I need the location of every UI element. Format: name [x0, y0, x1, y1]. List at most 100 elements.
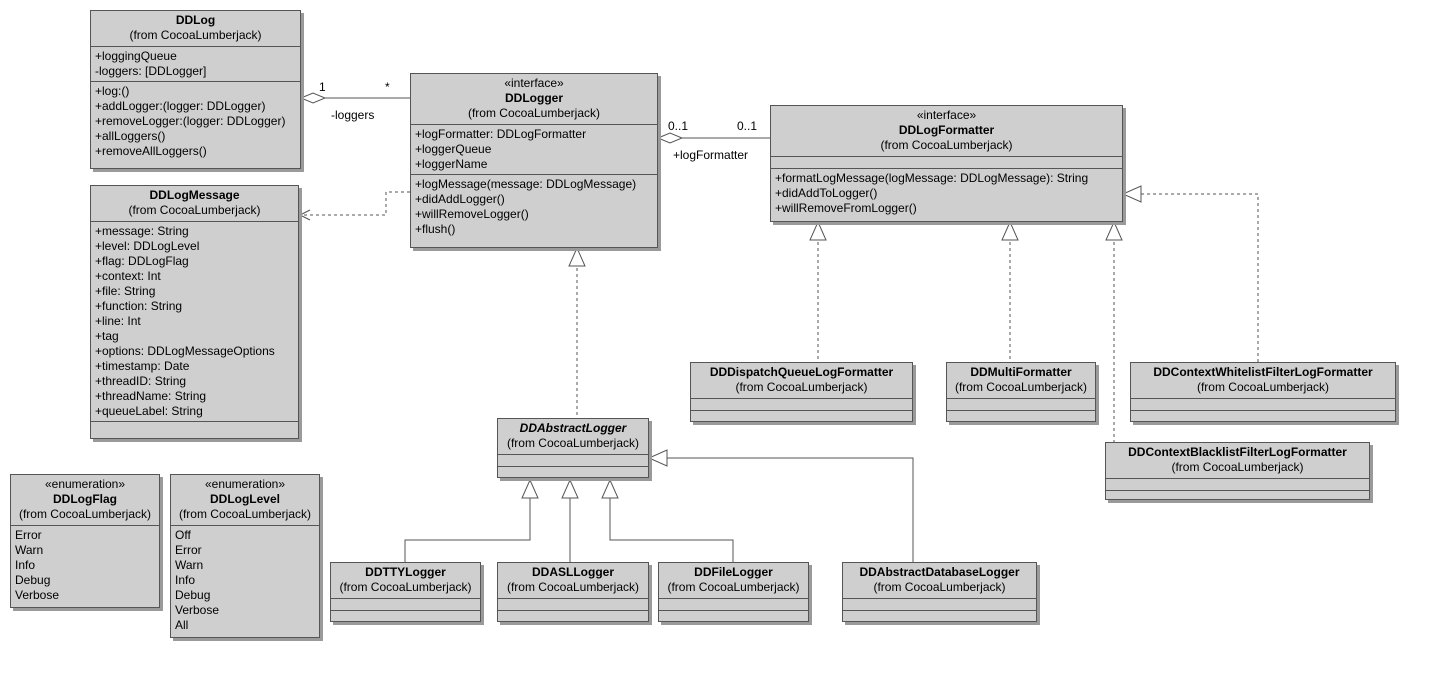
class-stereotype: «enumeration» [204, 477, 286, 491]
attributes-section [331, 599, 480, 611]
attributes-section [659, 599, 808, 611]
class-name: DDMultiFormatter [970, 365, 1072, 379]
aggregation-diamond-icon [299, 92, 327, 104]
class-header: DDFileLogger (from CocoaLumberjack) [659, 563, 808, 599]
realization-line [1141, 193, 1259, 362]
class-stereotype: «interface» [916, 108, 977, 122]
class-package: (from CocoaLumberjack) [128, 203, 261, 217]
generalization-line [667, 457, 914, 562]
operation: +willRemoveLogger() [415, 207, 529, 221]
class-package: (from CocoaLumberjack) [506, 580, 640, 594]
class-name: DDFileLogger [694, 565, 773, 579]
operation: +log:() [95, 84, 130, 98]
class-ddabstractlogger[interactable]: DDAbstractLogger (from CocoaLumberjack) [497, 418, 649, 478]
literals-section: Error Warn Info Debug Verbose [11, 526, 159, 605]
attributes-section [1106, 479, 1369, 491]
enum-literal: Verbose [175, 603, 220, 617]
operation: +removeAllLoggers() [95, 144, 207, 158]
generalization-triangle-icon [561, 478, 579, 499]
operations-section [1106, 491, 1369, 502]
class-ddlogmessage[interactable]: DDLogMessage (from CocoaLumberjack) +mes… [90, 185, 299, 439]
operations-section [1131, 411, 1395, 422]
class-package: (from CocoaLumberjack) [18, 507, 152, 521]
class-package: (from CocoaLumberjack) [954, 380, 1088, 394]
class-ddcontextblacklistfilterlogformatter[interactable]: DDContextBlacklistFilterLogFormatter (fr… [1105, 442, 1370, 500]
class-header: DDContextBlacklistFilterLogFormatter (fr… [1106, 443, 1369, 479]
realization-triangle-icon [1105, 220, 1123, 241]
enum-literal: Debug [175, 588, 211, 602]
class-ddlogformatter[interactable]: «interface» DDLogFormatter (from CocoaLu… [770, 105, 1123, 222]
enum-ddloglevel[interactable]: «enumeration» DDLogLevel (from CocoaLumb… [170, 474, 320, 638]
class-ddabstractdatabaselogger[interactable]: DDAbstractDatabaseLogger (from CocoaLumb… [842, 562, 1037, 622]
class-package: (from CocoaLumberjack) [129, 28, 262, 42]
attribute: +timestamp: Date [95, 359, 190, 373]
operations-section [498, 611, 648, 622]
attribute: +threadID: String [95, 374, 187, 388]
dependency-arrowhead-icon [298, 209, 311, 221]
enum-literal: Verbose [15, 588, 60, 602]
generalization-triangle-icon [521, 478, 539, 499]
class-name: DDLogFlag [53, 492, 117, 506]
dependency-line [300, 191, 410, 216]
operation: +formatLogMessage(logMessage: DDLogMessa… [775, 171, 1089, 185]
class-name: DDLogLevel [209, 492, 280, 506]
class-ddttylogger[interactable]: DDTTYLogger (from CocoaLumberjack) [330, 562, 481, 622]
attribute: +file: String [95, 284, 156, 298]
enum-ddlogflag[interactable]: «enumeration» DDLogFlag (from CocoaLumbe… [10, 474, 160, 608]
attribute: +function: String [95, 299, 183, 313]
class-package: (from CocoaLumberjack) [1196, 380, 1330, 394]
attributes-section [498, 599, 648, 611]
generalization-triangle-icon [601, 478, 619, 499]
class-name: DDContextBlacklistFilterLogFormatter [1128, 445, 1347, 459]
operations-section [331, 611, 480, 622]
class-package: (from CocoaLumberjack) [1171, 460, 1304, 474]
class-name: DDLogMessage [149, 188, 240, 202]
class-header: «enumeration» DDLogFlag (from CocoaLumbe… [11, 475, 159, 526]
operation: +logMessage(message: DDLogMessage) [415, 177, 637, 191]
realization-triangle-icon [568, 246, 586, 267]
class-stereotype: «enumeration» [44, 477, 126, 491]
attributes-section [498, 455, 648, 467]
attributes-section [1131, 399, 1395, 411]
class-ddmultiformatter[interactable]: DDMultiFormatter (from CocoaLumberjack) [946, 362, 1096, 422]
attribute: +line: Int [95, 314, 141, 328]
multiplicity-left-label: 0..1 [668, 119, 689, 133]
operation: +removeLogger:(logger: DDLogger) [95, 114, 286, 128]
literals-section: Off Error Warn Info Debug Verbose All [171, 526, 319, 635]
enum-literal: All [175, 618, 189, 632]
operation: +flush() [415, 222, 456, 236]
generalization-line [404, 498, 531, 562]
class-name: DDTTYLogger [365, 565, 446, 579]
attribute: -loggers: [DDLogger] [95, 64, 207, 78]
operation: +willRemoveFromLogger() [775, 201, 917, 215]
class-ddfilelogger[interactable]: DDFileLogger (from CocoaLumberjack) [658, 562, 809, 622]
class-dddispatchqueuelogformatter[interactable]: DDDispatchQueueLogFormatter (from CocoaL… [690, 362, 913, 422]
class-ddcontextwhitelistfilterlogformatter[interactable]: DDContextWhitelistFilterLogFormatter (fr… [1130, 362, 1396, 422]
class-name: DDAbstractDatabaseLogger [859, 565, 1020, 579]
class-name: DDAbstractLogger [519, 421, 627, 435]
attributes-section: +message: String +level: DDLogLevel +fla… [91, 222, 298, 422]
attribute: +tag [95, 329, 119, 343]
class-ddlog[interactable]: DDLog (from CocoaLumberjack) +loggingQue… [90, 10, 301, 169]
class-package: (from CocoaLumberjack) [667, 580, 800, 594]
attribute: +loggerName [415, 157, 488, 171]
loggers-role-label: -loggers [331, 108, 375, 122]
attribute: +level: DDLogLevel [95, 239, 200, 253]
class-header: «interface» DDLogFormatter (from CocoaLu… [771, 106, 1122, 157]
class-name: DDASLLogger [532, 565, 614, 579]
attribute: +logFormatter: DDLogFormatter [415, 127, 587, 141]
operation: +didAddLogger() [415, 192, 505, 206]
class-ddasllogger[interactable]: DDASLLogger (from CocoaLumberjack) [497, 562, 649, 622]
realization-triangle-icon [809, 220, 827, 241]
class-package: (from CocoaLumberjack) [506, 436, 640, 450]
realization-triangle-icon [1121, 185, 1142, 203]
multiplicity-one-label: 1 [319, 80, 326, 94]
attributes-section: +logFormatter: DDLogFormatter +loggerQue… [411, 125, 657, 175]
class-header: DDLogMessage (from CocoaLumberjack) [91, 186, 298, 222]
class-package: (from CocoaLumberjack) [178, 507, 312, 521]
class-ddlogger[interactable]: «interface» DDLogger (from CocoaLumberja… [410, 73, 658, 248]
operations-section: +log:() +addLogger:(logger: DDLogger) +r… [91, 82, 300, 161]
operations-section [947, 411, 1095, 422]
attribute: +threadName: String [95, 389, 207, 403]
